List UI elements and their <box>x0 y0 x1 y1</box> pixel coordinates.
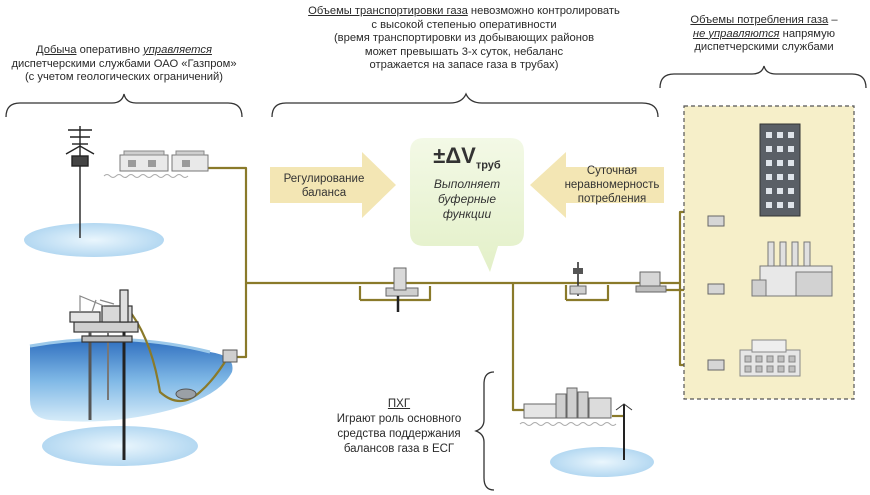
buffer-line3: функции <box>442 207 492 222</box>
consumption-unevenness-label: Суточная неравномерность потребления <box>560 164 664 206</box>
consumption-title: Объемы потребления газа <box>690 14 829 26</box>
valve-station-icon-1 <box>385 267 419 312</box>
distribution-station-icon <box>635 271 667 293</box>
subsea-manifold-icon <box>175 388 197 400</box>
pipe-volume-subscript: труб <box>475 159 501 172</box>
production-line3: (с учетом геологических ограничений) <box>24 71 224 84</box>
gas-valve-icon <box>222 349 238 363</box>
storage-line1: Играют роль основного <box>336 413 462 425</box>
storage-facility-icon <box>523 387 633 460</box>
buffer-callout <box>410 138 524 272</box>
balance-regulation-line1: Регулирование <box>283 173 365 185</box>
offshore-sea <box>29 337 233 422</box>
consumer-valve-icon-2 <box>707 283 725 295</box>
reservoir-3 <box>550 447 654 477</box>
transport-title: Объемы транспортировки газа <box>308 5 468 17</box>
production-text-a: оперативно <box>76 44 144 56</box>
production-line2: диспетчерскими службами ОАО «Газпром» <box>11 57 237 70</box>
consumption-line3: диспетчерскими службами <box>694 41 834 54</box>
consumption-not-managed: не управляются <box>692 27 780 40</box>
storage-bracket <box>474 371 495 491</box>
power-plant-icon <box>751 241 833 297</box>
compressor-station-icon <box>119 150 209 172</box>
buffer-line1: Выполняет <box>433 177 501 192</box>
apartment-building-icon <box>759 123 801 217</box>
balance-regulation-line2: баланса <box>301 187 347 199</box>
buffer-line2: буферные <box>437 192 497 207</box>
consumer-valve-icon-1 <box>707 215 725 227</box>
drilling-rig-icon <box>65 126 95 238</box>
consumption-unevenness-line3: потребления <box>577 193 647 205</box>
industrial-building-icon <box>739 339 801 377</box>
buffer-callout-text: ±ΔVтруб Выполняет буферные функции <box>412 144 522 222</box>
consumption-description: Объемы потребления газа – не управляются… <box>662 14 866 55</box>
storage-line2: средства поддержания <box>337 428 461 440</box>
consumption-unevenness-line1: Суточная <box>586 165 638 177</box>
storage-description: ПХГ Играют роль основного средства подде… <box>320 397 478 457</box>
reservoir-1 <box>24 223 164 257</box>
transport-description: Объемы транспортировки газа невозможно к… <box>268 5 660 73</box>
transport-line3: (время транспортировки из добывающих рай… <box>333 32 595 45</box>
transport-text-a: невозможно контролировать <box>467 5 620 17</box>
storage-line3: балансов газа в ЕСГ <box>343 443 455 455</box>
consumption-bracket <box>659 65 867 89</box>
pipe-volume-symbol: ±ΔV <box>433 143 476 168</box>
production-title: Добыча <box>36 44 77 56</box>
production-managed: управляется <box>143 44 212 56</box>
transport-line4: может превышать 3-х суток, небаланс <box>364 45 564 58</box>
ground-hatch <box>103 174 189 178</box>
consumption-unevenness-arrow <box>530 152 664 218</box>
transport-line5: отражается на запасе газа в трубах) <box>369 59 559 72</box>
consumer-valve-icon-3 <box>707 359 725 371</box>
valve-station-icon-2 <box>569 262 587 296</box>
balance-regulation-label: Регулирование баланса <box>276 172 372 200</box>
production-description: Добыча оперативно управляется диспетчерс… <box>6 44 242 85</box>
offshore-platform-icon <box>69 289 139 460</box>
transport-line2: с высокой степенью оперативности <box>371 18 557 31</box>
consumption-text-b: напрямую <box>779 27 836 40</box>
consumption-dash: – <box>828 14 838 26</box>
balance-regulation-arrow <box>270 152 396 218</box>
reservoir-2 <box>42 426 198 466</box>
storage-title: ПХГ <box>387 398 411 410</box>
storage-ground-hatch <box>519 422 617 426</box>
transport-bracket <box>271 92 659 118</box>
consumption-unevenness-line2: неравномерность <box>564 179 660 191</box>
pipe-volume-delta: ±ΔVтруб <box>412 144 522 177</box>
production-bracket <box>5 93 243 118</box>
